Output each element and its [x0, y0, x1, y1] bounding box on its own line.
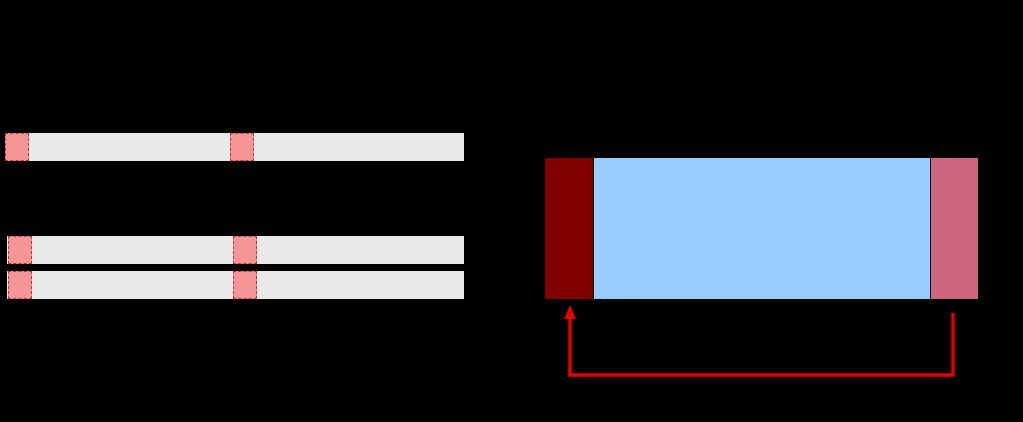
strip-marker: [5, 133, 29, 161]
strip-marker: [8, 271, 32, 299]
arrow-head: [564, 305, 576, 319]
strip-marker: [233, 236, 257, 264]
block-middle-segment: [593, 157, 931, 300]
strip-marker: [8, 236, 32, 264]
strip-marker: [233, 271, 257, 299]
block-right-segment: [930, 157, 979, 300]
arrow-path: [568, 313, 955, 377]
block-left-segment: [544, 157, 594, 300]
strip-marker: [230, 133, 254, 161]
